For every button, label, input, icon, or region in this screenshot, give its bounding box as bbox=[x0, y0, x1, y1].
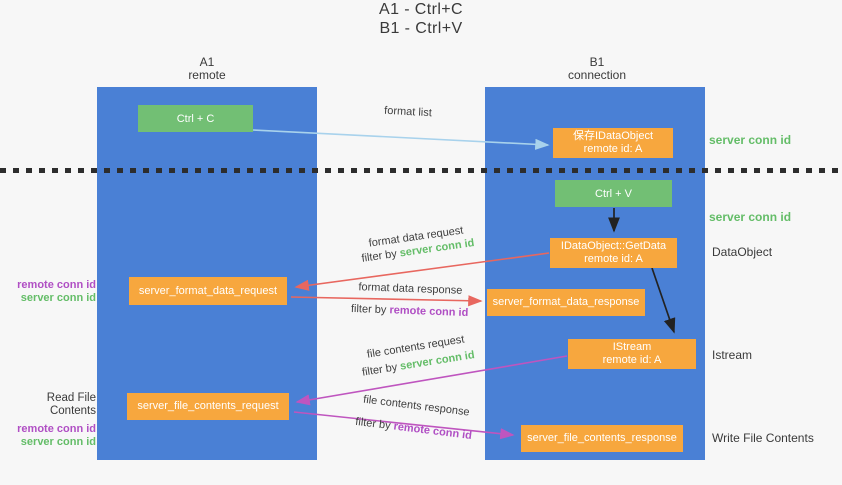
node-server-file-contents-request: server_file_contents_request bbox=[127, 393, 289, 420]
left-annotation-format-request: remote conn id server conn id bbox=[6, 279, 96, 305]
node-save-dataobject-line1: 保存IDataObject bbox=[572, 130, 654, 142]
column-b1-title: B1 bbox=[589, 55, 605, 69]
node-ctrl-c: Ctrl + C bbox=[138, 105, 253, 132]
node-save-dataobject-line2: remote id: A bbox=[583, 143, 643, 155]
read-file-contents-label: Read File Contents bbox=[46, 392, 96, 417]
label-format-list: format list bbox=[383, 104, 433, 120]
label-format-data-response: format data response filter by remote co… bbox=[334, 279, 485, 320]
remote-conn-id-text: remote conn id bbox=[392, 420, 473, 443]
remote-conn-id-text: remote conn id bbox=[17, 279, 96, 291]
node-istream-line1: IStream bbox=[612, 341, 652, 353]
remote-conn-id-text: remote conn id bbox=[17, 423, 96, 435]
node-server-format-data-response-label: server_format_data_response bbox=[492, 296, 640, 308]
node-save-dataobject: 保存IDataObject remote id: A bbox=[553, 128, 673, 158]
server-conn-id-label-mid: server conn id bbox=[709, 210, 792, 224]
node-server-file-contents-response: server_file_contents_response bbox=[521, 425, 683, 452]
column-header-a1: A1 remote bbox=[147, 56, 267, 82]
column-a1-title: A1 bbox=[199, 55, 215, 69]
istream-label: Istream bbox=[712, 348, 753, 362]
node-server-file-contents-response-label: server_file_contents_response bbox=[527, 432, 677, 444]
server-conn-id-text: server conn id bbox=[20, 436, 96, 448]
node-server-format-data-response: server_format_data_response bbox=[487, 289, 645, 316]
node-ctrl-c-label: Ctrl + C bbox=[176, 112, 215, 125]
label-format-data-response-line1: format data response bbox=[358, 281, 463, 297]
left-annotation-file-request: Read File Contents remote conn id server… bbox=[0, 392, 96, 449]
label-file-contents-request: file contents request filter by server c… bbox=[345, 329, 488, 382]
title-line-1: A1 - Ctrl+C bbox=[379, 1, 463, 18]
node-server-format-data-request-label: server_format_data_request bbox=[138, 284, 278, 297]
node-getdata-line1: IDataObject::GetData bbox=[560, 240, 667, 252]
node-getdata-line2: remote id: A bbox=[584, 253, 643, 265]
remote-conn-id-text: remote conn id bbox=[389, 304, 469, 320]
node-istream-line2: remote id: A bbox=[602, 354, 662, 366]
node-server-format-data-request: server_format_data_request bbox=[129, 277, 287, 305]
machine-boundary-divider bbox=[0, 168, 842, 173]
label-file-contents-response: file contents response filter by remote … bbox=[338, 390, 491, 445]
node-getdata: IDataObject::GetData remote id: A bbox=[550, 238, 677, 268]
dataobject-label: DataObject bbox=[712, 245, 773, 259]
column-b1-subtitle: connection bbox=[567, 68, 627, 82]
write-file-contents-label: Write File Contents bbox=[712, 431, 814, 445]
label-format-data-request: format data request filter by server con… bbox=[346, 220, 489, 267]
title-line-2: B1 - Ctrl+V bbox=[379, 20, 463, 37]
column-header-b1: B1 connection bbox=[537, 56, 657, 82]
column-a1-subtitle: remote bbox=[188, 68, 226, 82]
server-conn-id-label-top: server conn id bbox=[709, 133, 792, 147]
node-ctrl-v-label: Ctrl + V bbox=[595, 187, 632, 200]
server-conn-id-text: server conn id bbox=[20, 292, 96, 304]
label-format-data-response-line2: filter by remote conn id bbox=[350, 302, 469, 320]
node-istream: IStream remote id: A bbox=[568, 339, 696, 369]
diagram-title: A1 - Ctrl+C B1 - Ctrl+V bbox=[0, 0, 842, 38]
node-server-file-contents-request-label: server_file_contents_request bbox=[137, 400, 279, 412]
node-ctrl-v: Ctrl + V bbox=[555, 180, 672, 207]
